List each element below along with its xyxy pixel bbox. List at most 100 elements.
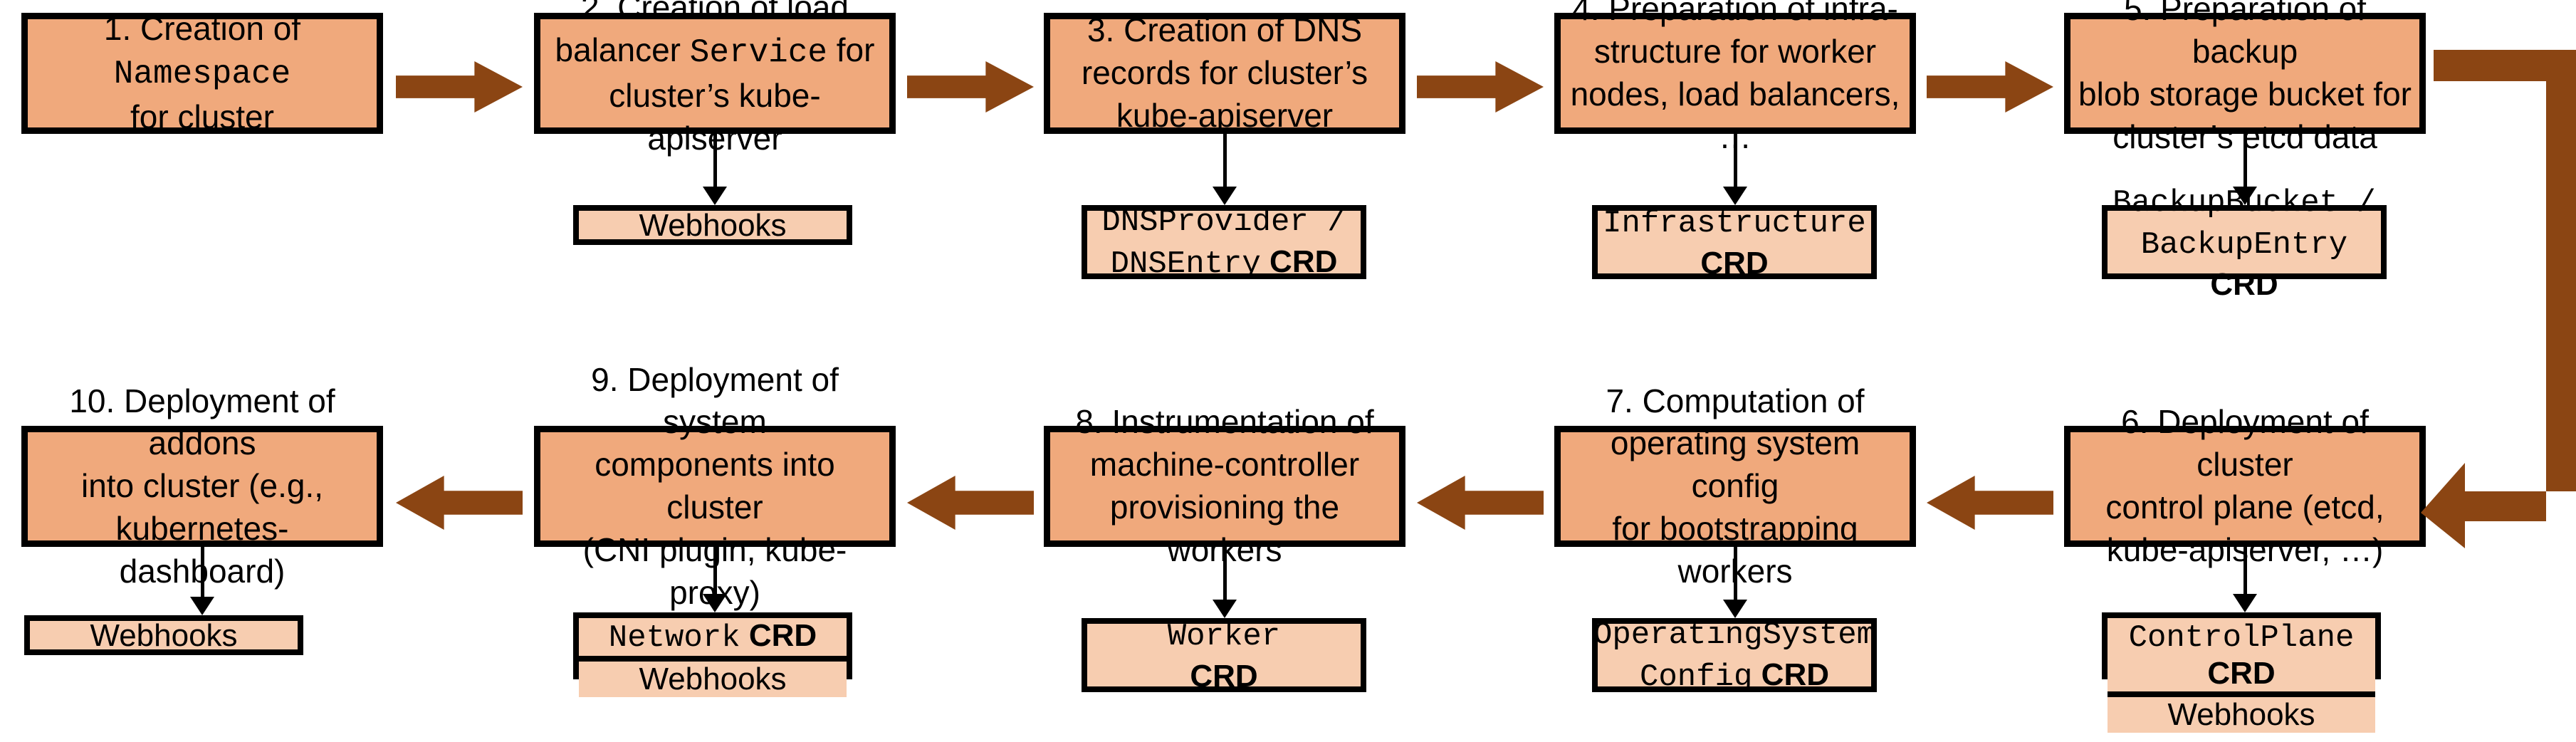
connector-stem: [2243, 547, 2247, 595]
text-segment: CRD: [1700, 246, 1769, 281]
step-5-to-sub-connector: [2224, 134, 2266, 205]
arrowhead-down-icon: [190, 597, 214, 615]
step-4-to-sub-connector: [1714, 134, 1756, 205]
text-segment: Webhooks: [2167, 697, 2315, 732]
step-8-to-sub-connector: [1203, 547, 1246, 618]
text-segment: 5. Preparation of backup: [2123, 0, 2367, 70]
arrow-7-to-8: [1417, 476, 1544, 530]
step-line: 1. Creation of: [35, 8, 370, 51]
step-line: control plane (etcd,: [2078, 486, 2412, 529]
step-9-sub-row: Network CRD: [579, 618, 847, 656]
step-2-sub-box[interactable]: Webhooks: [573, 205, 852, 245]
text-segment: 6. Deployment of cluster: [2121, 403, 2369, 484]
step-line: into cluster (e.g.,: [35, 465, 370, 508]
connector-stem: [1733, 134, 1737, 188]
step-2-to-sub-connector: [693, 134, 736, 205]
text-segment: OperatingSystem: [1593, 617, 1876, 653]
text-segment: into cluster (e.g.,: [80, 467, 324, 505]
text-segment: Worker: [1167, 619, 1281, 654]
step-line: kube-apiserver: [1057, 95, 1392, 137]
arrowhead-down-icon: [703, 594, 727, 612]
arrow-3-to-4: [1417, 61, 1544, 113]
text-segment: DNSProvider /: [1101, 204, 1346, 240]
text-segment: 4. Preparation of infra-: [1572, 0, 1898, 28]
step-line: structure for worker: [1568, 31, 1902, 73]
sub-line: BackupEntry CRD: [2108, 223, 2381, 304]
step-line: provisioning the workers: [1057, 486, 1392, 572]
step-10-to-sub-connector: [181, 547, 224, 615]
text-segment: CRD: [740, 618, 817, 653]
text-segment: Webhooks: [639, 662, 787, 696]
arrow-6-to-7: [1927, 476, 2053, 530]
step-10-sub-label: Webhooks: [90, 616, 237, 655]
step-9-to-sub-connector: [693, 547, 736, 612]
text-segment: ControlPlane: [2128, 620, 2355, 656]
text-segment: Service: [689, 34, 827, 72]
arrow-5-to-6: [2421, 50, 2576, 548]
connector-stem: [2243, 134, 2247, 188]
text-segment: CRD: [1260, 244, 1338, 279]
connector-stem: [200, 547, 204, 598]
step-line: 9. Deployment of system: [548, 359, 882, 444]
text-segment: CRD: [2210, 266, 2278, 302]
step-line: balancer Service for: [548, 29, 882, 75]
text-segment: provisioning the workers: [1109, 488, 1340, 568]
text-segment: machine-controller: [1089, 446, 1360, 484]
text-segment: Namespace: [113, 56, 291, 93]
text-segment: kube-apiserver: [1116, 96, 1334, 134]
arrowhead-down-icon: [1723, 187, 1747, 205]
step-3-sub-box[interactable]: DNSProvider /DNSEntry CRD: [1082, 204, 1366, 282]
step-7-to-sub-connector: [1714, 547, 1756, 618]
step-10-sub-box[interactable]: Webhooks: [24, 615, 303, 655]
text-segment: 9. Deployment of system: [591, 360, 839, 441]
text-segment: records for cluster’s: [1081, 54, 1368, 92]
step-line: 4. Preparation of infra-: [1568, 0, 1902, 31]
step-6-sub-row: ControlPlane CRD: [2108, 618, 2375, 691]
arrow-9-to-10: [396, 476, 523, 530]
connector-stem: [713, 134, 717, 188]
step-6-sub-stack[interactable]: ControlPlane CRD Webhooks: [2102, 612, 2381, 733]
step-9-sub-stack[interactable]: Network CRD Webhooks: [573, 612, 852, 697]
sub-line: Config CRD: [1593, 655, 1875, 697]
sub-line: CRD: [1603, 244, 1866, 283]
step-line: machine-controller: [1057, 444, 1392, 486]
step-1[interactable]: 1. Creation of Namespace for cluster: [21, 10, 383, 135]
arrowhead-down-icon: [1213, 187, 1237, 205]
step-3-sub-label: DNSProvider /DNSEntry CRD: [1101, 200, 1346, 284]
text-segment: Webhooks: [639, 207, 787, 243]
step-4[interactable]: 4. Preparation of infra-structure for wo…: [1554, 0, 1916, 155]
step-line: operating system config: [1568, 422, 1902, 508]
text-segment: DNSEntry: [1110, 246, 1261, 282]
step-9-sub-row: Webhooks: [579, 656, 847, 697]
step-line: 3. Creation of DNS: [1057, 9, 1392, 52]
text-segment: structure for worker: [1593, 33, 1877, 70]
step-6-sub-row: Webhooks: [2108, 691, 2375, 733]
connector-stem: [1222, 134, 1227, 188]
text-segment: Infrastructure: [1603, 206, 1866, 241]
arrow-2-to-3: [907, 61, 1034, 113]
text-segment: for bootstrapping workers: [1612, 509, 1858, 590]
text-segment: Network: [608, 620, 740, 656]
arrowhead-down-icon: [1213, 600, 1237, 618]
step-line: blob storage bucket for: [2078, 73, 2412, 116]
text-segment: Webhooks: [90, 617, 238, 653]
text-segment: for cluster: [130, 98, 274, 135]
sub-line: DNSEntry CRD: [1101, 242, 1346, 284]
step-5-sub-box[interactable]: BackupBucket /BackupEntry CRD: [2102, 185, 2387, 302]
text-segment: 7. Computation of: [1606, 382, 1865, 419]
sub-line: Worker: [1168, 615, 1280, 657]
